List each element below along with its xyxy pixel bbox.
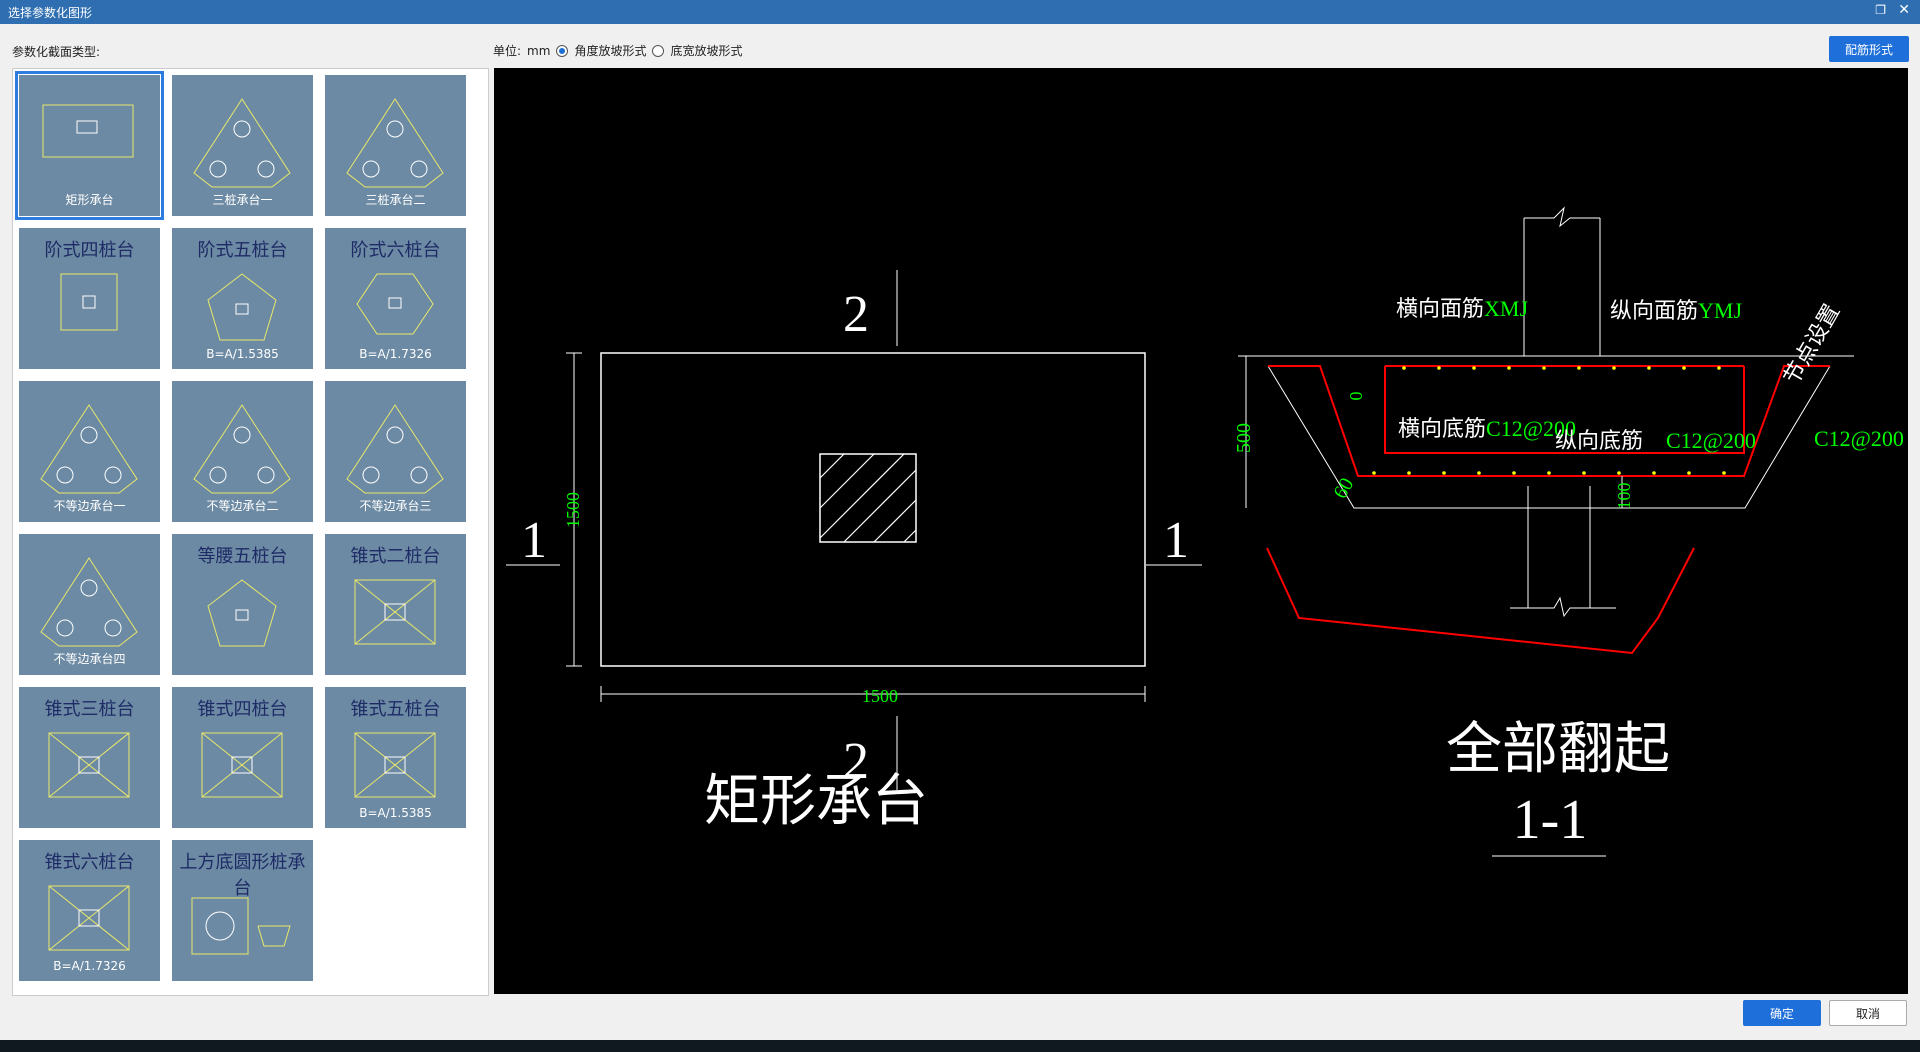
shape-title: 阶式五桩台 [197,240,288,261]
shape-thumb[interactable]: 等腰五桩台 [172,534,313,675]
shape-caption: 三桩承台一 [212,193,273,207]
shape-glyph [42,104,134,158]
shape-glyph [201,732,283,798]
shape-glyph [346,404,444,494]
preview-canvas: 1500 1500 2 2 1 1 矩形承台 [494,68,1908,994]
shape-glyph [356,273,434,335]
bottom-width-label[interactable]: 底宽放坡形式 [670,44,743,58]
shape-thumb[interactable]: 矩形承台 [15,71,164,220]
shape-thumb[interactable]: 阶式四桩台 [19,228,160,369]
shape-thumb[interactable]: 不等边承台三 [325,381,466,522]
shape-thumb[interactable]: 上方底圆形桩承台 [172,840,313,981]
shape-glyph [48,732,130,798]
dim-height: 500 [1233,423,1255,453]
shape-glyph [193,404,291,494]
shape-title: 锥式四桩台 [197,699,288,720]
shape-glyph [191,897,291,955]
label-side-code: C12@200 [1814,426,1904,451]
shape-thumb[interactable]: 不等边承台一 [19,381,160,522]
dim-zero: 0 [1346,392,1366,401]
window-title: 选择参数化图形 [8,6,93,20]
shape-glyph [40,557,138,647]
ok-button[interactable]: 确定 [1743,1000,1821,1026]
rebar-form-button[interactable]: 配筋形式 [1829,36,1909,62]
shape-thumb[interactable]: 锥式四桩台 [172,687,313,828]
shape-title: 等腰五桩台 [197,546,288,567]
shape-thumb[interactable]: 锥式六桩台 B=A/1.7326 [19,840,160,981]
plan-height-dim: 1500 [563,492,583,528]
label-top-x: 横向面筋XMJ [1396,296,1528,321]
shape-thumb[interactable]: 三桩承台一 [172,75,313,216]
shape-title: 阶式六桩台 [350,240,441,261]
shape-thumb[interactable]: 三桩承台二 [325,75,466,216]
shape-caption: B=A/1.7326 [359,347,432,361]
section-mark-right: 1 [1163,512,1189,569]
shape-thumb[interactable]: 阶式五桩台 B=A/1.5385 [172,228,313,369]
shape-caption: B=A/1.5385 [359,806,432,820]
shape-caption: B=A/1.5385 [206,347,279,361]
label-bottom-y-code: C12@200 [1666,428,1756,453]
label-node: 节点设置 [1779,300,1845,389]
shape-title: 阶式四桩台 [44,240,135,261]
shape-thumb[interactable]: 锥式五桩台 B=A/1.5385 [325,687,466,828]
preview-drawing: 1500 1500 2 2 1 1 矩形承台 [506,206,1904,857]
section-mark-bottom: 2 [843,733,869,790]
shape-glyph [193,98,291,188]
angle-slope-label[interactable]: 角度放坡形式 [574,44,647,58]
close-icon[interactable]: ✕ [1898,2,1910,18]
plan-name: 矩形承台 [704,771,928,833]
shape-glyph [40,404,138,494]
taskbar [0,1040,1920,1052]
shape-list-panel: 矩形承台 三桩承台一 三桩承台二阶式四桩台 阶式五桩台 B=A/1.5385 阶式六桩台 B… [12,68,489,996]
plan-width-dim: 1500 [862,686,898,706]
title-bar: 选择参数化图形 ❐ ✕ [0,0,1920,24]
shape-title: 上方底圆形桩承台 [179,852,306,899]
unit-label: 单位: [493,44,522,58]
shape-caption: B=A/1.7326 [53,959,126,973]
angle-slope-radio[interactable] [556,44,569,57]
plan-outline [600,352,1146,667]
unit-row: 单位: mm 角度放坡形式 底宽放坡形式 [493,42,742,59]
shape-title: 锥式五桩台 [350,699,441,720]
shape-thumb[interactable]: 不等边承台二 [172,381,313,522]
shape-caption: 不等边承台四 [53,652,126,666]
dim-angle: 60 [1329,474,1358,502]
section-type-label: 参数化截面类型: [12,45,101,59]
unit-value: mm [527,43,551,58]
shape-thumb[interactable]: 不等边承台四 [19,534,160,675]
shape-glyph [354,579,436,645]
shape-caption: 不等边承台一 [53,499,126,513]
shape-glyph [48,885,130,951]
label-bottom-x: 横向底筋C12@200 [1398,416,1576,441]
shape-thumb[interactable]: 锥式三桩台 [19,687,160,828]
cancel-button[interactable]: 取消 [1829,1000,1907,1026]
section-caption: 全部翻起 [1446,719,1670,781]
shape-thumb[interactable]: 阶式六桩台 B=A/1.7326 [325,228,466,369]
shape-glyph [346,98,444,188]
bottom-width-radio[interactable] [652,44,665,57]
label-bottom-y: 纵向底筋 [1555,428,1643,453]
section-mark-left: 1 [521,512,547,569]
shape-caption: 不等边承台二 [206,499,279,513]
section-mark-top: 2 [843,286,869,343]
shape-glyph [60,273,118,331]
section-name: 1-1 [1513,789,1588,851]
column-hatch-box [819,453,917,543]
dim-cover: 100 [1614,483,1634,510]
restore-icon[interactable]: ❐ [1875,3,1886,17]
shape-title: 锥式三桩台 [44,699,135,720]
shape-caption: 矩形承台 [65,193,114,207]
shape-title: 锥式二桩台 [350,546,441,567]
shape-glyph [207,579,277,647]
shape-glyph [207,273,277,341]
shape-thumb[interactable]: 锥式二桩台 [325,534,466,675]
shape-glyph [354,732,436,798]
shape-caption: 不等边承台三 [359,499,432,513]
shape-caption: 三桩承台二 [365,193,426,207]
label-top-y: 纵向面筋YMJ [1610,298,1742,323]
shape-title: 锥式六桩台 [44,852,135,873]
